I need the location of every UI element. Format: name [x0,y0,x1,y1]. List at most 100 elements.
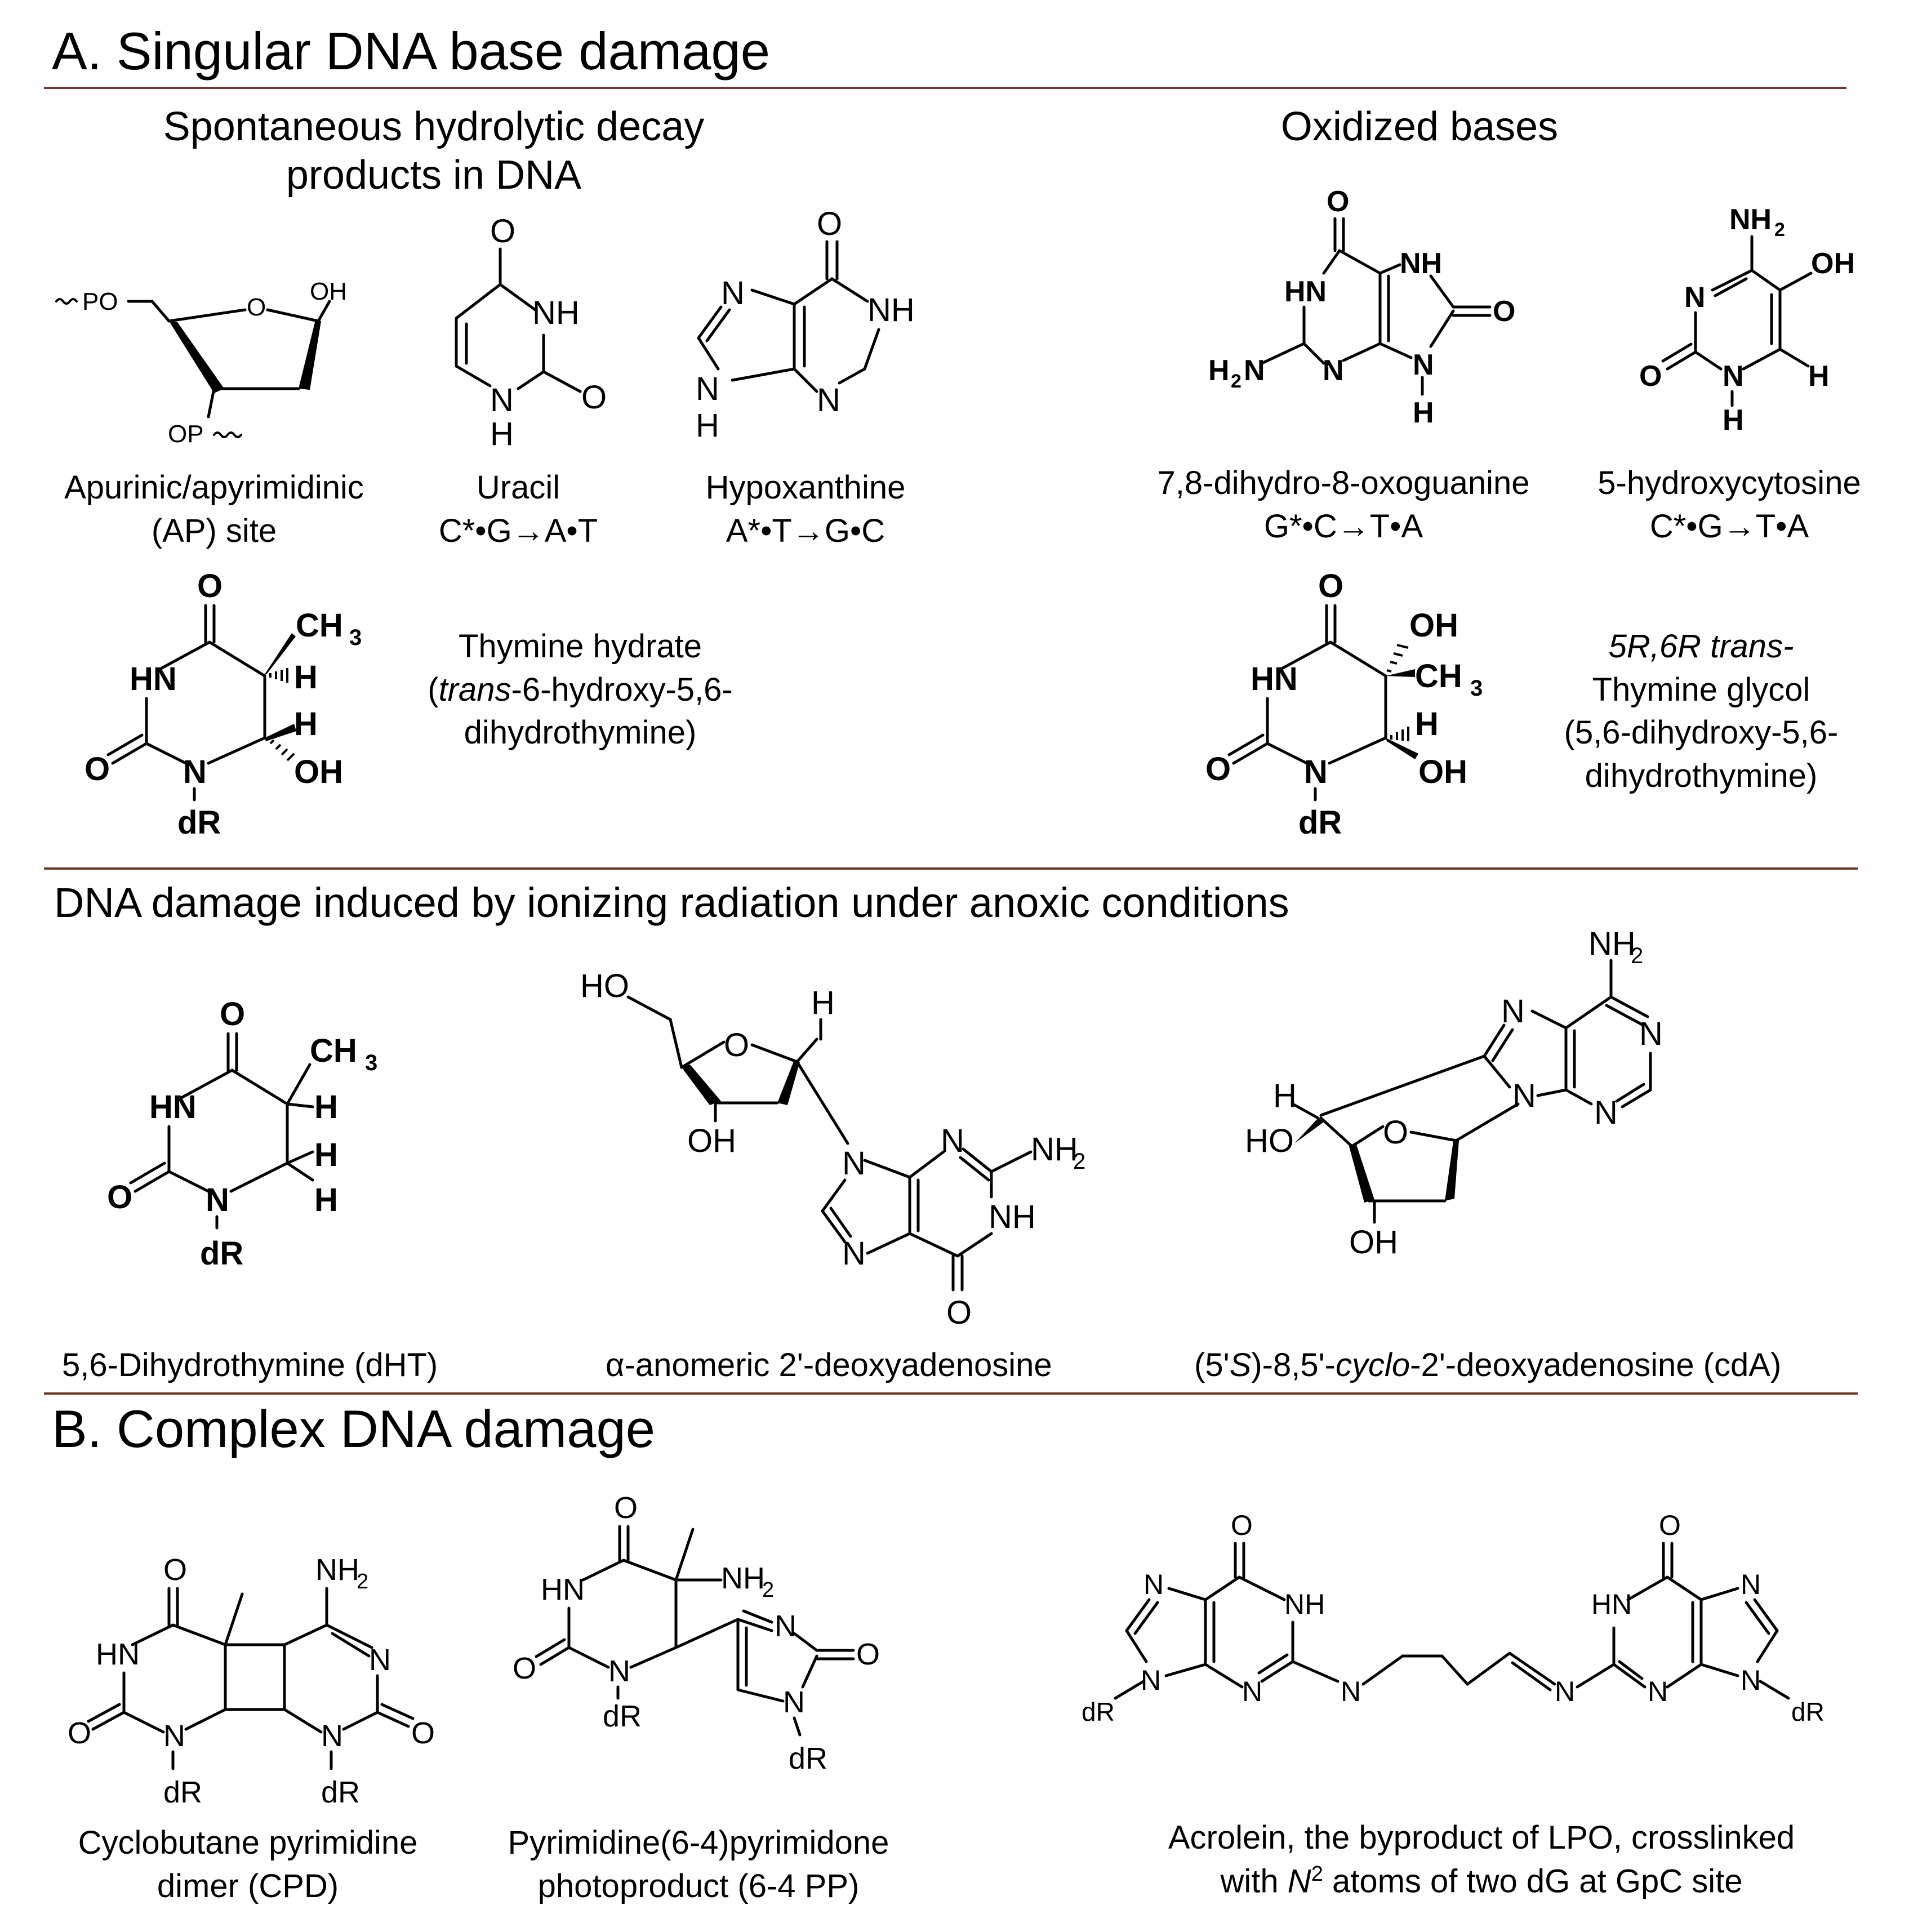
svg-text:HO: HO [580,968,629,1004]
svg-text:N: N [1304,754,1328,790]
acrolein-caption: Acrolein, the byproduct of LPO, crosslin… [1168,1819,1795,1899]
svg-text:NH: NH [989,1199,1036,1235]
svg-text:HN: HN [1591,1588,1632,1620]
svg-text:CH: CH [296,607,343,644]
section-b-title: B. Complex DNA damage [52,1399,656,1458]
svg-text:OH: OH [310,278,347,305]
svg-text:N: N [783,1685,805,1719]
svg-text:2: 2 [1073,1149,1085,1174]
svg-text:N: N [163,1719,185,1753]
svg-text:N: N [1413,349,1434,381]
svg-text:HN: HN [1251,661,1298,697]
svg-text:N: N [206,1182,229,1218]
svg-text:dR: dR [177,804,221,841]
hydrolytic-heading: Spontaneous hydrolytic decay products in… [163,104,705,198]
thymine-hydrate-caption: Thymine hydrate (trans-6-hydroxy-5,6- di… [428,628,733,751]
svg-text:O: O [247,293,266,321]
svg-text:2: 2 [1631,943,1643,968]
cpd-structure: O HN O N dR NH 2 N O N dR [68,1553,435,1809]
svg-text:O: O [197,568,223,604]
svg-text:NH: NH [721,1561,765,1595]
svg-text:NH: NH [1400,247,1442,280]
svg-text:HN: HN [149,1089,197,1125]
svg-text:3: 3 [1470,676,1483,701]
dht-structure: O HN O N dR CH 3 H H H [107,996,377,1272]
svg-text:N: N [1639,1016,1663,1052]
svg-text:dR: dR [200,1235,243,1272]
svg-text:O: O [84,751,110,787]
svg-text:CH: CH [310,1032,357,1069]
svg-text:O: O [1318,568,1343,604]
cpd-caption: Cyclobutane pyrimidine dimer (CPD) [78,1824,418,1904]
svg-text:O: O [411,1716,435,1750]
svg-text:N: N [1512,1078,1536,1114]
svg-text:PO: PO [82,288,118,315]
thymine-glycol-caption: 5R,6R trans- Thymine glycol (5,6-dihydro… [1564,628,1839,794]
ap-site-caption: Apurinic/apyrimidinic (AP) site [64,469,364,549]
svg-text:O: O [817,206,842,242]
section-a-divider [44,87,1846,89]
svg-text:2: 2 [357,1570,368,1593]
svg-text:OH: OH [687,1123,736,1159]
svg-text:H: H [294,659,318,696]
svg-text:N: N [1242,1676,1262,1707]
svg-text:dR: dR [789,1742,827,1775]
svg-text:H: H [1413,397,1434,429]
svg-text:NH: NH [315,1553,359,1587]
svg-text:N: N [1555,1676,1575,1707]
alpha-anomeric-structure: HO O H OH N N N NH 2 NH O [580,968,1085,1331]
svg-text:H: H [294,706,318,742]
thymine-glycol-structure: O HN O N dR OH CH 3 H OH [1205,568,1483,841]
svg-text:O: O [1205,751,1231,787]
svg-text:N: N [817,382,840,419]
svg-text:O: O [107,1179,132,1216]
svg-text:NH: NH [1031,1131,1078,1168]
oxoguanine-caption: 7,8-dihydro-8-oxoguanine G*•C→T•A [1157,465,1530,545]
svg-text:N: N [1741,1664,1761,1696]
svg-text:O: O [1639,360,1662,393]
svg-text:HO: HO [1245,1123,1294,1159]
hypoxanthine-caption: Hypoxanthine A*•T→G•C [705,469,906,549]
svg-text:O: O [220,996,245,1032]
svg-text:OH: OH [1418,754,1467,790]
svg-text:dR: dR [1791,1697,1825,1726]
svg-text:N: N [1501,993,1525,1030]
svg-text:OH: OH [1409,607,1458,644]
svg-text:O: O [946,1294,972,1331]
svg-text:H: H [696,407,719,444]
svg-text:OH: OH [1811,247,1855,280]
ionizing-divider [44,867,1858,870]
cda-caption: (5'S)-8,5'-cyclo-2'-deoxyadenosine (cdA) [1194,1347,1782,1383]
svg-text:N: N [1723,360,1744,393]
svg-text:dR: dR [603,1699,642,1733]
svg-text:H: H [314,1089,338,1125]
oxidized-heading: Oxidized bases [1280,104,1559,149]
svg-text:O: O [1327,185,1349,218]
svg-text:O: O [856,1637,880,1671]
svg-text:H: H [811,985,835,1021]
svg-text:NH: NH [1588,925,1636,962]
svg-text:HN: HN [1284,275,1327,308]
svg-text:O: O [490,213,515,250]
svg-text:N: N [941,1123,964,1159]
svg-text:2: 2 [1774,219,1785,241]
svg-text:HN: HN [96,1637,140,1671]
section-b-divider [44,1392,1858,1395]
svg-text:N: N [369,1643,391,1677]
svg-text:H: H [314,1137,338,1173]
svg-text:OP: OP [168,420,204,448]
svg-text:N: N [1244,354,1265,387]
svg-text:NH: NH [532,295,580,331]
svg-text:N: N [1341,1676,1361,1707]
svg-text:H: H [1273,1078,1297,1114]
acrolein-crosslink-structure: O NH N N N dR N N HN O [1082,1510,1825,1726]
pp64-structure: O HN O N dR NH 2 N O N dR [513,1491,880,1775]
svg-text:H: H [490,416,514,452]
svg-text:O: O [1659,1510,1681,1541]
svg-text:OH: OH [294,754,343,790]
svg-text:dR: dR [321,1775,360,1809]
pp64-caption: Pyrimidine(6-4)pyrimidone photoproduct (… [508,1824,889,1904]
svg-text:N: N [1323,354,1344,387]
dht-caption: 5,6-Dihydrothymine (dHT) [62,1347,438,1383]
cda-structure: NH 2 N N N N H HO O OH [1245,925,1663,1261]
